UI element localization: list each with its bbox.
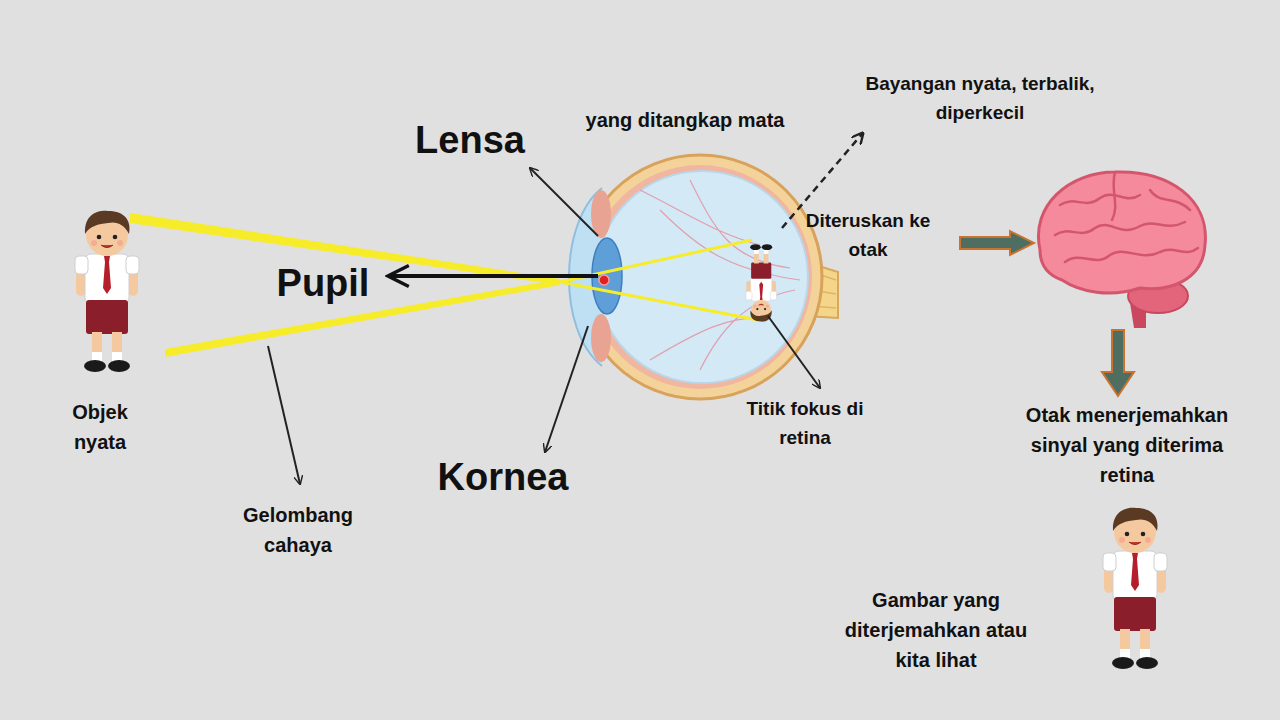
retina-image: [746, 244, 777, 321]
perceived-boy: [1103, 508, 1167, 669]
brain: [1038, 172, 1205, 328]
eyeball: [569, 155, 838, 399]
part-label: Pupil: [258, 261, 388, 307]
object-boy: [75, 211, 139, 372]
part-label: Gelombang cahaya: [233, 500, 363, 560]
step-note: Otak menerjemahkan sinyal yang diterima …: [1007, 400, 1247, 490]
leader-line: [545, 326, 588, 452]
part-label: Titik fokus di retina: [743, 395, 868, 452]
part-label: Lensa: [385, 118, 555, 164]
block-arrow: [960, 231, 1034, 255]
part-label: Kornea: [408, 455, 598, 501]
block-arrow: [1102, 330, 1134, 396]
caption-label: yang ditangkap mata: [545, 105, 825, 135]
pupil-dot: [599, 275, 609, 285]
leader-line: [768, 316, 820, 388]
leader-line: [268, 346, 300, 484]
image-note: Bayangan nyata, terbalik, diperkecil: [863, 70, 1097, 127]
leader-line: [530, 168, 598, 236]
object-label: Objek nyata: [55, 397, 145, 457]
result-note: Gambar yang diterjemahkan atau kita liha…: [827, 585, 1045, 675]
leader-line: [388, 274, 598, 278]
step-note: Diteruskan ke otak: [806, 207, 931, 264]
